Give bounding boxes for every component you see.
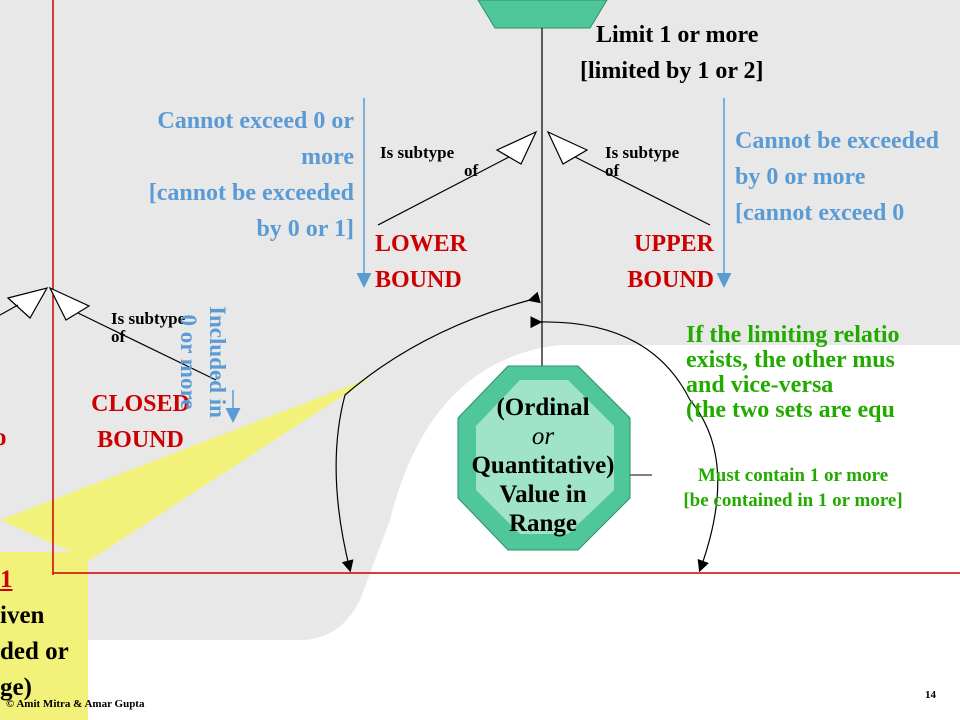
subtype-closed-label: Is subtype of — [111, 310, 221, 346]
cannot-exceed-label: Cannot exceed 0 or more [cannot be excee… — [60, 103, 354, 247]
callout-text: 1 iven ded or ge) — [0, 562, 88, 706]
cannot-exceed-line4: by 0 or 1] — [256, 216, 354, 242]
cannot-be-exceeded-line1: Cannot be exceeded — [735, 128, 939, 154]
range-entity-label: (Ordinal or Quantitative) Value in Range — [443, 393, 643, 538]
lower-bound-line1: LOWER — [375, 231, 468, 257]
range-entity-line2: or — [531, 423, 555, 450]
subtype-triangle-closed-left — [6, 287, 49, 319]
closed-bound-connector — [77, 312, 217, 381]
upper-bound-line1: UPPER — [634, 231, 714, 257]
closed-bound-line1: CLOSED — [91, 391, 190, 417]
subtype-triangle-closed-right — [48, 286, 91, 321]
range-entity-octagon-inner — [476, 380, 614, 534]
limit-label-line2: [limited by 1 or 2] — [580, 58, 764, 84]
must-contain-label: Must contain 1 or more [be contained in … — [626, 463, 960, 513]
curved-arrow-left — [335, 291, 541, 573]
cannot-be-exceeded-label: Cannot be exceeded by 0 or more [cannot … — [735, 123, 960, 231]
subtype-triangle-left — [495, 130, 538, 165]
callout-pointer — [0, 378, 370, 560]
cannot-exceed-line3: [cannot be exceeded — [148, 180, 354, 206]
upper-bound-label: UPPER BOUND — [590, 226, 714, 298]
closed-bound-line2: BOUND — [97, 427, 184, 453]
cannot-be-exceeded-line3: [cannot exceed 0 — [735, 200, 905, 226]
included-line2: 0 or more — [176, 314, 201, 410]
must-contain-line1: Must contain 1 or more — [697, 465, 889, 486]
subtype-closed-line2: of — [111, 327, 126, 346]
subtype-left-label: Is subtype of — [380, 144, 490, 180]
range-entity-line5: Range — [508, 510, 578, 537]
subtype-closed-line1: Is subtype — [111, 309, 186, 328]
subtype-right-line1: Is subtype — [605, 143, 680, 162]
upper-bound-connector — [574, 156, 711, 226]
callout-box — [0, 552, 88, 720]
subtype-right-line2: of — [605, 161, 620, 180]
range-entity-line1: (Ordinal — [496, 394, 590, 421]
callout-line3: ded or — [0, 638, 69, 665]
limit-label-line1: Limit 1 or more — [596, 22, 759, 48]
included-line1: Included in — [205, 306, 230, 418]
closed-left-connector — [0, 304, 19, 316]
range-entity-line4: Value in — [499, 481, 587, 508]
top-entity-octagon — [477, 0, 608, 29]
left-fragment-char: o — [0, 424, 7, 451]
limiting-relation-line3: and vice-versa — [686, 372, 834, 398]
subtype-right-label: Is subtype of — [605, 144, 715, 180]
limiting-relation-line2: exists, the other mus — [686, 347, 895, 373]
subtype-triangle-right — [546, 130, 589, 165]
lower-bound-label: LOWER BOUND — [375, 226, 505, 298]
footer-credit: © Amit Mitra & Amar Gupta — [6, 698, 145, 710]
included-label: Included in 0 or more — [168, 282, 232, 442]
curved-arrow-right — [530, 316, 719, 573]
callout-line1: 1 — [0, 566, 13, 593]
cannot-exceed-line1: Cannot exceed 0 or — [157, 108, 354, 134]
callout-line2: iven — [0, 602, 45, 629]
lower-bound-line2: BOUND — [375, 267, 462, 293]
must-contain-line2: [be contained in 1 or more] — [683, 490, 903, 511]
limiting-relation-line4: (the two sets are equ — [686, 397, 895, 423]
subtype-left-line1: Is subtype — [380, 143, 455, 162]
range-entity-line3: Quantitative) — [471, 452, 615, 479]
callout-line4: ge) — [0, 674, 32, 701]
cannot-be-exceeded-line2: by 0 or more — [735, 164, 866, 190]
lower-bound-connector — [377, 156, 510, 226]
page-number: 14 — [925, 689, 936, 701]
limit-label: Limit 1 or more [limited by 1 or 2] — [580, 17, 824, 89]
cannot-exceed-line2: more — [301, 144, 354, 170]
subtype-left-line2: of — [464, 161, 479, 180]
upper-bound-line2: BOUND — [627, 267, 714, 293]
limiting-relation-label: If the limiting relatio exists, the othe… — [686, 323, 960, 423]
limiting-relation-line1: If the limiting relatio — [686, 323, 900, 348]
closed-bound-label: CLOSED BOUND — [68, 386, 213, 458]
